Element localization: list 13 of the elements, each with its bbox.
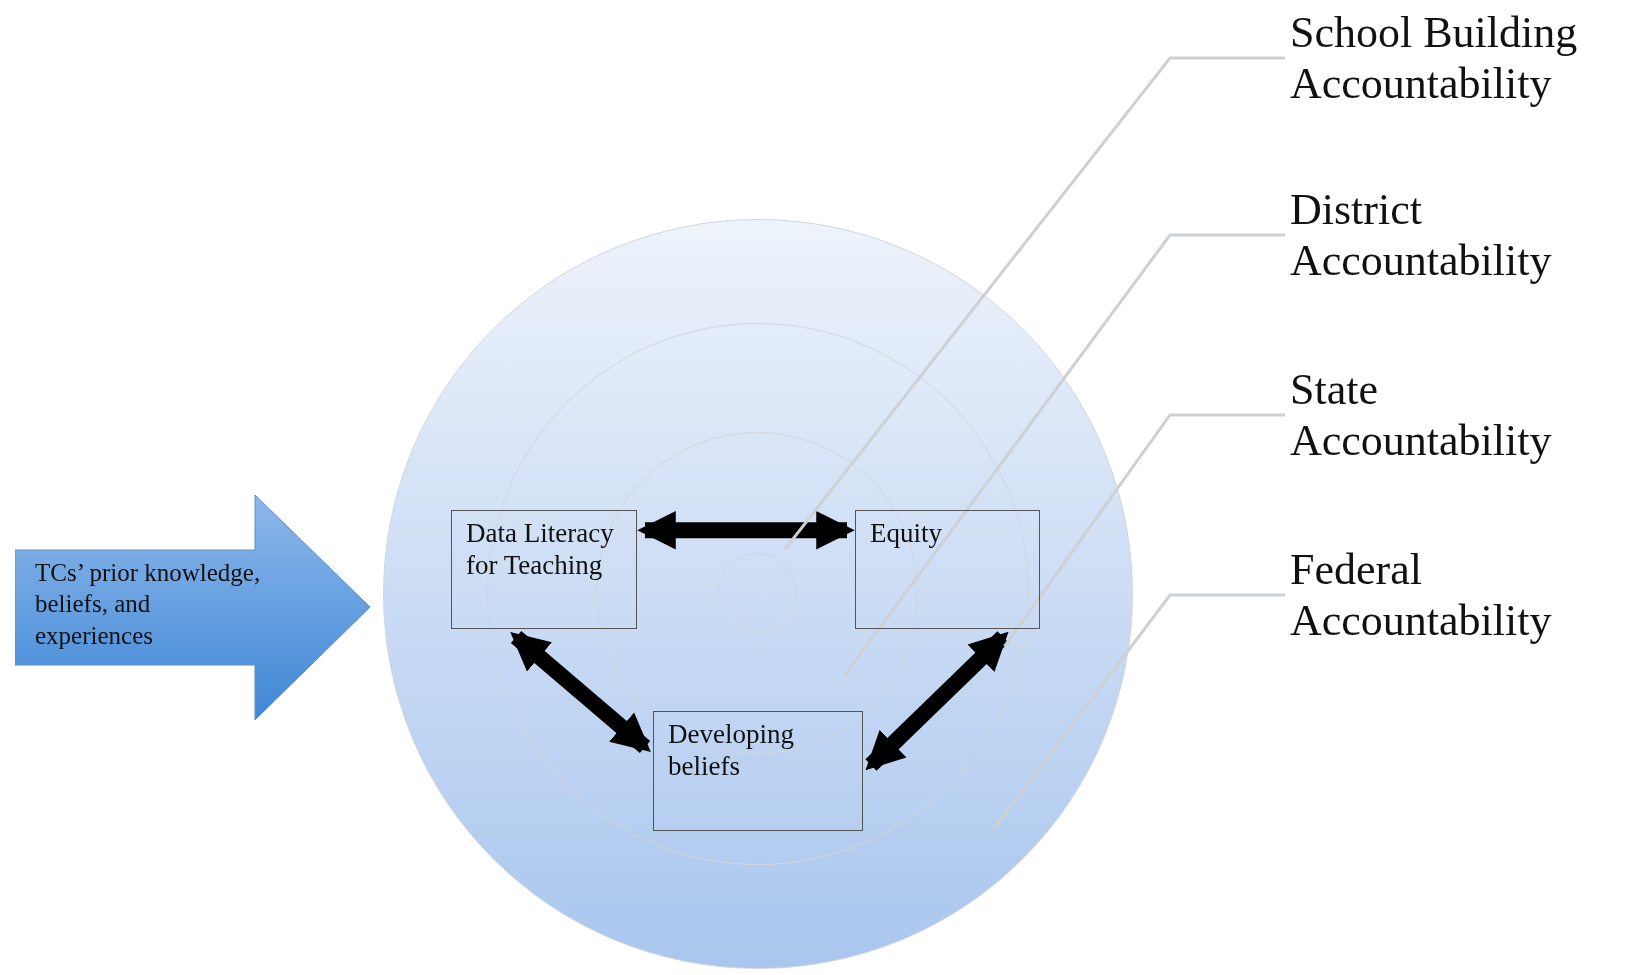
double-arrow (510, 630, 651, 754)
block-arrow (15, 495, 370, 720)
arrow-label: TCs’ prior knowledge, beliefs, and experiences (35, 558, 262, 651)
level-label: State Accountability (1290, 365, 1620, 467)
level-label: District Accountability (1290, 185, 1620, 287)
leader-line (1003, 413, 1285, 648)
level-label: School Building Accountability (1290, 8, 1620, 110)
level-label: Federal Accountability (1290, 545, 1620, 647)
double-arrow (637, 511, 855, 550)
leader-line (783, 56, 1285, 551)
leader-line (992, 593, 1285, 831)
leader-line (842, 233, 1285, 678)
double-arrow (865, 631, 1009, 771)
